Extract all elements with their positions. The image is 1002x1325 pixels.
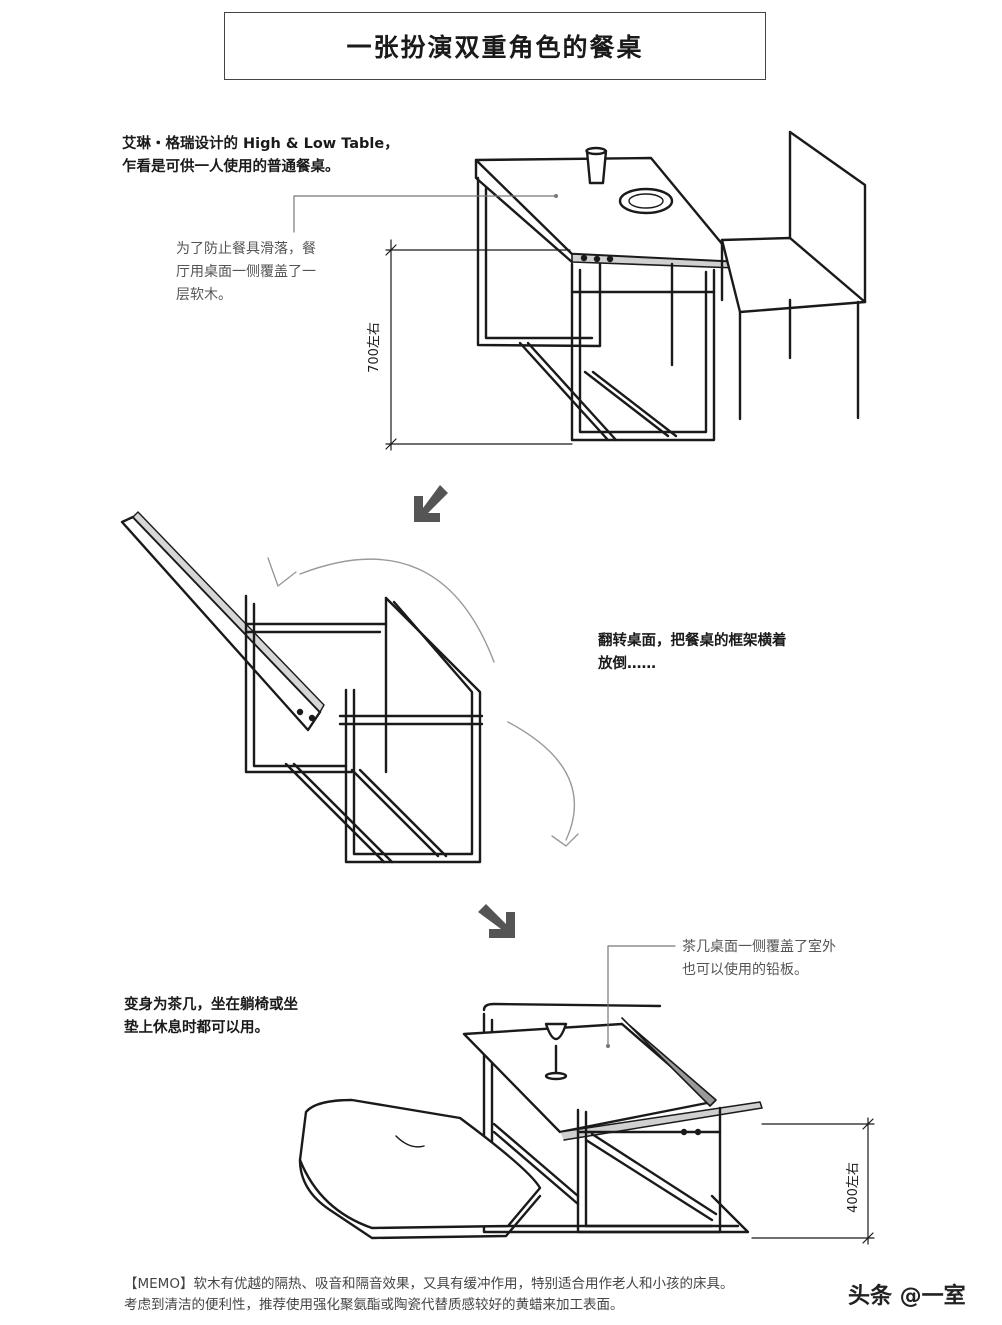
memo-line-1: 【MEMO】软木有优越的隔热、吸音和隔音效果，又具有缓冲作用，特别适合用作老人和… xyxy=(124,1276,734,1292)
transform-caption: 变身为茶几，坐在躺椅或坐 垫上休息时都可以用。 xyxy=(124,994,298,1040)
dimension-line-700 xyxy=(385,239,573,451)
intro-caption: 艾琳・格瑞设计的 High & Low Table， 乍看是可供一人使用的普通餐… xyxy=(122,133,399,179)
cork-note-line-3: 层软木。 xyxy=(176,287,232,303)
transform-line-2: 垫上休息时都可以用。 xyxy=(124,1020,269,1036)
cork-note-line-1: 为了防止餐具滑落，餐 xyxy=(176,241,316,257)
floor-cushion-drawing xyxy=(298,1098,542,1240)
arrow-down-right-icon xyxy=(478,904,515,938)
cork-leader-line xyxy=(293,195,556,233)
flipping-table-drawing xyxy=(120,511,484,864)
cork-note: 为了防止餐具滑落，餐 厅用桌面一侧覆盖了一 层软木。 xyxy=(176,238,316,307)
rotation-arrows xyxy=(267,557,579,847)
watermark: 头条 @一室 xyxy=(848,1284,966,1309)
lead-leader-line xyxy=(607,945,676,1047)
flip-line-1: 翻转桌面，把餐桌的框架横着 xyxy=(598,633,787,649)
cork-note-line-2: 厅用桌面一侧覆盖了一 xyxy=(176,264,316,280)
arrow-down-left-icon xyxy=(414,485,448,522)
title-box: 一张扮演双重角色的餐桌 xyxy=(224,12,766,80)
flip-line-2: 放倒…… xyxy=(598,656,656,672)
chair-drawing xyxy=(720,130,867,421)
dimension-line-400 xyxy=(751,1117,875,1245)
lead-note: 茶几桌面一侧覆盖了室外 也可以使用的铅板。 xyxy=(682,936,836,982)
lead-note-line-2: 也可以使用的铅板。 xyxy=(682,962,808,978)
lead-note-line-1: 茶几桌面一侧覆盖了室外 xyxy=(682,939,836,955)
memo-line-2: 考虑到清洁的便利性，推荐使用强化聚氨酯或陶瓷代替质感较好的黄蜡来加工表面。 xyxy=(124,1297,624,1313)
flip-caption: 翻转桌面，把餐桌的框架横着 放倒…… xyxy=(598,630,787,676)
page-title: 一张扮演双重角色的餐桌 xyxy=(346,33,644,62)
memo-text: 【MEMO】软木有优越的隔热、吸音和隔音效果，又具有缓冲作用，特别适合用作老人和… xyxy=(124,1274,864,1316)
high-table-drawing xyxy=(474,146,739,442)
intro-line-2: 乍看是可供一人使用的普通餐桌。 xyxy=(122,159,340,175)
low-table-drawing xyxy=(462,1002,763,1234)
intro-line-1: 艾琳・格瑞设计的 High & Low Table， xyxy=(122,136,399,152)
transform-line-1: 变身为茶几，坐在躺椅或坐 xyxy=(124,997,298,1013)
